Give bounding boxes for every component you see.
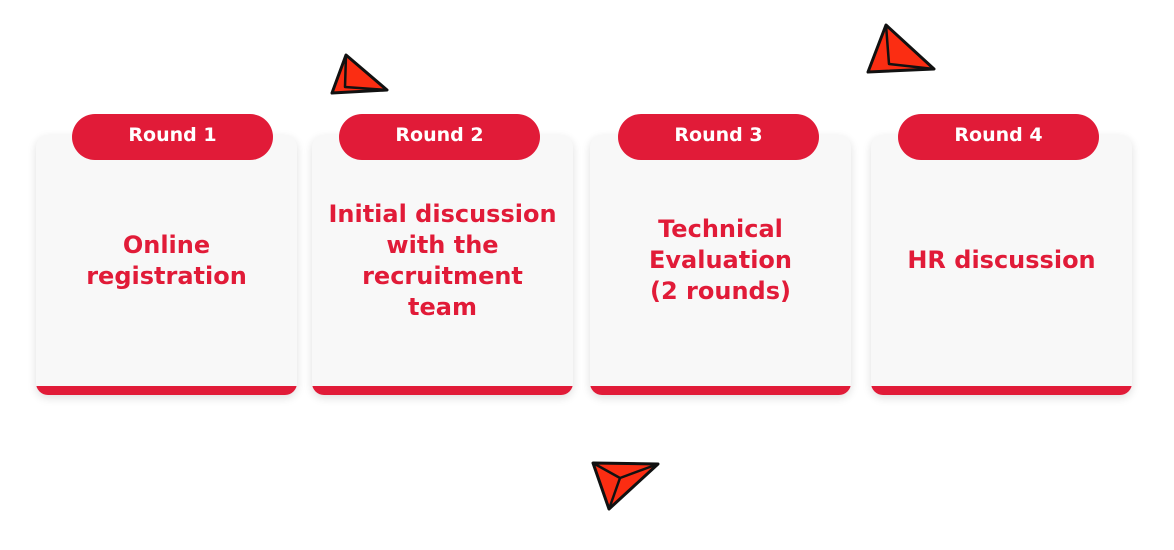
round-4-card-accent-bar	[871, 386, 1132, 395]
round-1-badge: Round 1	[72, 114, 273, 160]
paper-plane-icon	[591, 461, 660, 511]
paper-plane-icon	[330, 53, 389, 95]
round-1-description: Online registration	[86, 230, 247, 290]
round-1-card: Online registration	[36, 135, 297, 395]
round-3-badge: Round 3	[618, 114, 819, 160]
round-2-card-accent-bar	[312, 386, 573, 395]
round-1-card-accent-bar	[36, 386, 297, 395]
round-3-card-accent-bar	[590, 386, 851, 395]
round-4-badge: Round 4	[898, 114, 1099, 160]
round-2-card: Initial discussion with the recruitment …	[312, 135, 573, 395]
round-4-card: HR discussion	[871, 135, 1132, 395]
round-4-description: HR discussion	[907, 246, 1096, 274]
round-2-badge: Round 2	[339, 114, 540, 160]
round-2-description: Initial discussion with the recruitment …	[328, 199, 557, 321]
round-3-description: Technical Evaluation (2 rounds)	[648, 215, 792, 305]
paper-plane-icon	[866, 23, 936, 74]
round-3-card: Technical Evaluation (2 rounds)	[590, 135, 851, 395]
